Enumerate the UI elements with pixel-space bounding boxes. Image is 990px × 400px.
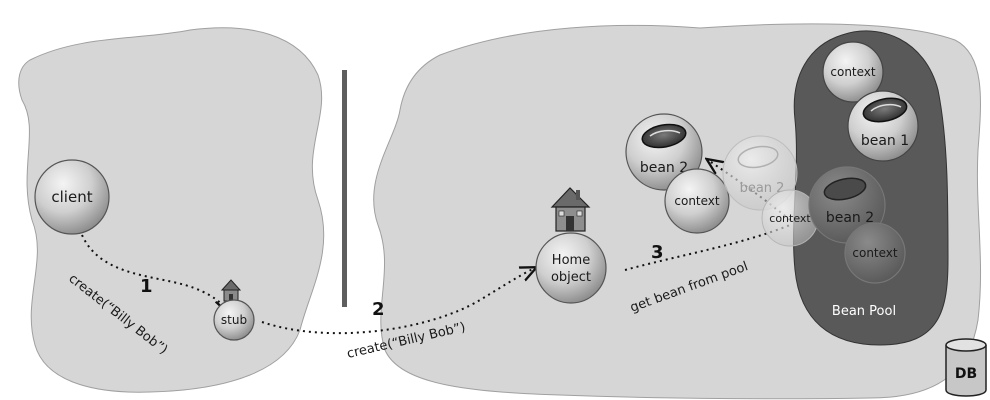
network-divider xyxy=(342,70,347,307)
pool-bean1-node: bean 1 xyxy=(848,91,918,161)
client-label: client xyxy=(51,188,92,206)
active-context-node: context xyxy=(665,169,729,233)
ghost-context-label: context xyxy=(769,212,811,225)
pool-context-bottom-node: context xyxy=(845,223,905,283)
pool-context-top-label: context xyxy=(830,65,876,79)
pool-bean1-label: bean 1 xyxy=(861,133,909,149)
stub-label: stub xyxy=(221,313,247,327)
step3-number: 3 xyxy=(651,242,664,263)
pool-context-bottom-label: context xyxy=(852,246,898,260)
active-context-label: context xyxy=(674,194,720,208)
home-label-line2: object xyxy=(551,270,591,285)
database-label: DB xyxy=(955,366,977,382)
step2-number: 2 xyxy=(372,299,385,320)
client-node: client xyxy=(35,160,109,234)
step1-number: 1 xyxy=(140,276,153,297)
database-icon: DB xyxy=(946,339,986,396)
bean-pool-label: Bean Pool xyxy=(832,304,896,319)
home-label-line1: Home xyxy=(552,253,590,268)
